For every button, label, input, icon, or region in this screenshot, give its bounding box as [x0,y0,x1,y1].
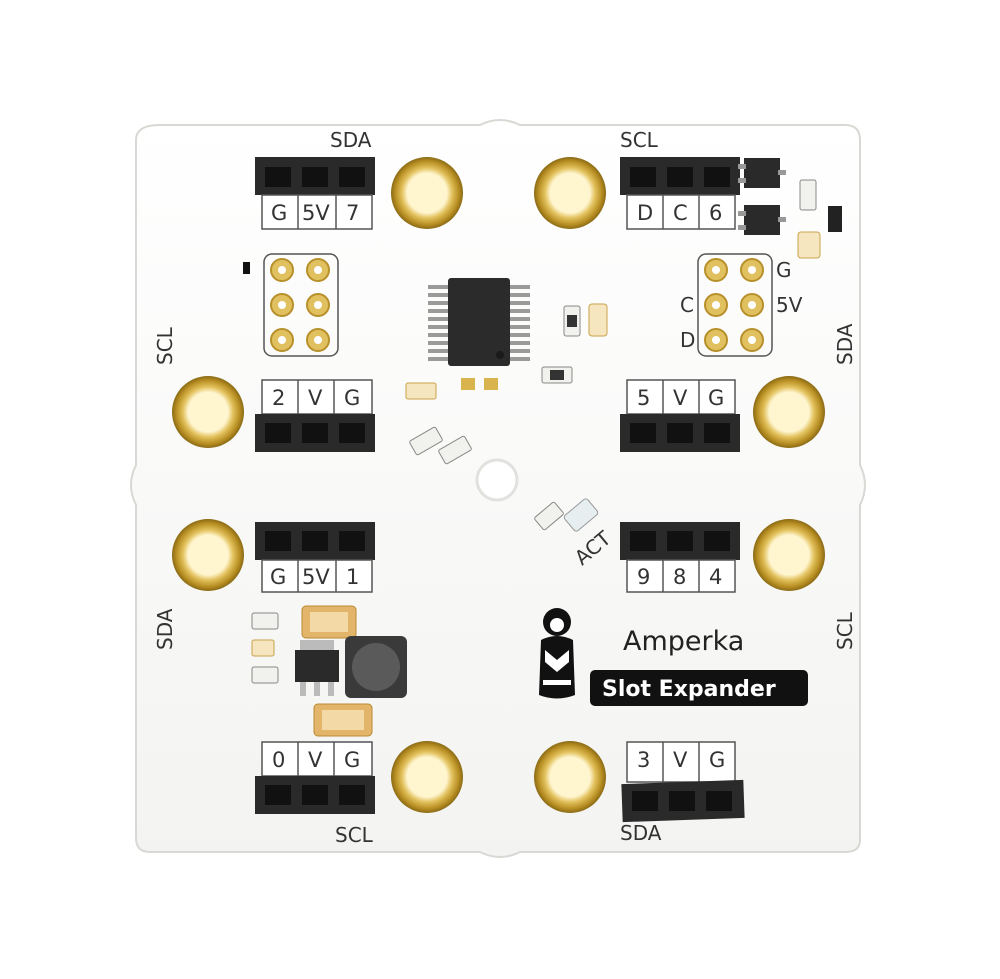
pin-label: G [271,201,287,225]
isp-label: D [680,328,695,352]
pin-label: V [673,748,688,772]
brand-name: Amperka [623,626,744,657]
isp-pads-left [243,253,339,357]
pin-label: 3 [637,748,650,772]
label-right-lower: SCL [833,611,857,650]
label-bottom-right-bus: SDA [620,821,662,845]
isp-label: G [776,258,792,282]
pin-label: 5 [637,386,650,410]
label-bottom-left-bus: SCL [335,823,374,847]
header-top-right [620,157,740,230]
pin-label: V [308,386,323,410]
header-mid-right-lower [620,522,740,593]
pin-label: G [344,748,360,772]
isp-label: 5V [776,293,803,317]
header-bottom-left [255,741,375,814]
label-top-right-bus: SCL [620,128,659,152]
smd-components [251,158,842,737]
label-right-upper: SDA [833,323,857,365]
pin-label: 7 [346,201,359,225]
pin-label: G [708,386,724,410]
pin-label: C [673,201,688,225]
pin-label: 5V [302,201,330,225]
pad [484,378,498,390]
center-hole [475,458,519,502]
main-ic-chip [428,278,530,366]
isp-label: C [680,293,694,317]
product-name: Slot Expander [602,677,776,702]
matryoshka-logo-icon [539,608,575,699]
pin-label: 1 [346,565,359,589]
pin-label: 5V [302,565,330,589]
isp-pads-right [697,253,773,357]
header-mid-right-upper [620,379,740,452]
product-badge [590,670,808,706]
pin-label: 9 [637,565,650,589]
pin-label: G [270,565,286,589]
pin-label: 8 [673,565,686,589]
pad [461,378,475,390]
label-left-lower: SDA [153,608,177,650]
pin-label: 4 [709,565,722,589]
pin-label: 6 [709,201,722,225]
pin-label: G [344,386,360,410]
pin-label: V [673,386,688,410]
label-top-left-bus: SDA [330,128,372,152]
mounting-holes [172,157,825,813]
header-mid-left-upper [255,379,375,452]
header-top-left [255,157,375,230]
header-bottom-right [621,741,745,823]
header-mid-left-lower [255,522,375,593]
pin-label: 0 [272,748,285,772]
pin-label: 2 [272,386,285,410]
pin-label: V [308,748,323,772]
label-left-upper: SCL [153,326,177,365]
pin-label: G [709,748,725,772]
pin-label: D [637,201,653,225]
